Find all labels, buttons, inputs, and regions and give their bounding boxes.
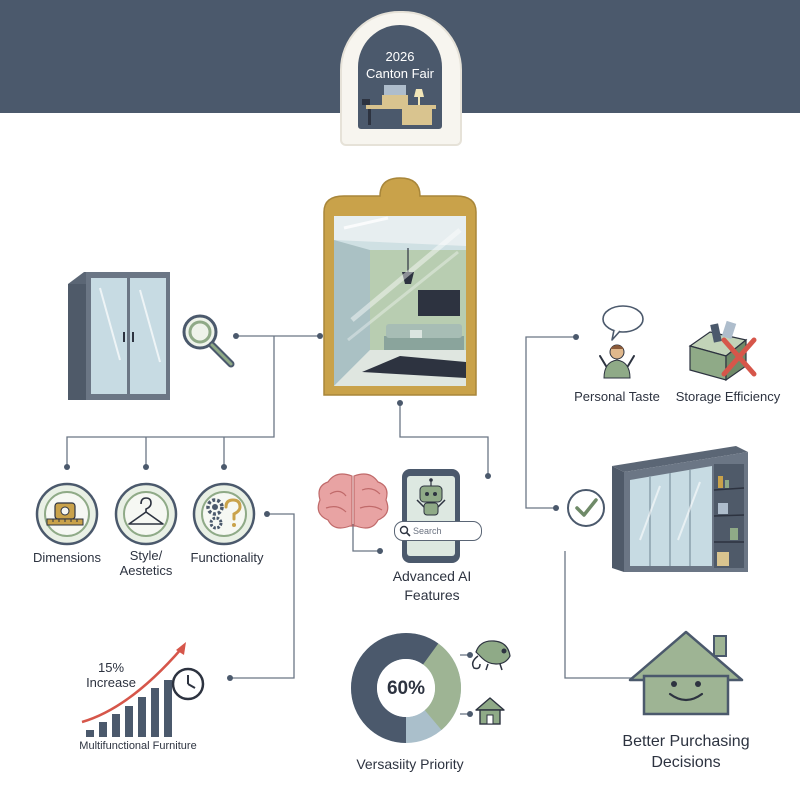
donut-segment-versatility — [351, 633, 461, 743]
desk-icon — [362, 85, 436, 125]
factor-label-style: Style/ Aestetics — [119, 548, 173, 578]
versatility-caption: Versasiity Priority — [356, 756, 464, 772]
growth-bar — [99, 722, 107, 737]
search-placeholder: Search — [413, 526, 442, 536]
factor-label-functionality: Functionality — [190, 550, 264, 565]
label-personal-taste: Personal Taste — [574, 389, 660, 404]
trend-caption: Multifunctional Furniture — [79, 740, 197, 752]
donut-segment-other — [351, 633, 461, 743]
event-badge: 2026 Canton Fair — [340, 11, 462, 146]
ai-label-line1: Advanced AI — [392, 568, 472, 584]
growth-bar — [164, 680, 172, 737]
outcome-line2: Decisions — [651, 754, 721, 771]
trend-increase: Increase — [86, 675, 136, 690]
donut-center-label: 60% — [386, 678, 426, 699]
growth-bar — [138, 697, 146, 737]
growth-bar — [151, 688, 159, 737]
growth-bar — [125, 706, 133, 737]
growth-bar — [112, 714, 120, 737]
search-icon — [399, 525, 411, 537]
badge-event: Canton Fair — [366, 66, 434, 81]
ai-label-line2: Features — [404, 587, 460, 603]
outcome-line1: Better Purchasing — [622, 733, 750, 750]
factor-label-dimensions: Dimensions — [33, 550, 101, 565]
trend-percent: 15% — [97, 660, 125, 675]
badge-panel: 2026 Canton Fair — [358, 25, 442, 129]
growth-bar — [86, 730, 94, 737]
label-storage-efficiency: Storage Efficiency — [675, 389, 781, 404]
badge-year: 2026 — [385, 49, 415, 64]
ai-search-input[interactable]: Search — [394, 521, 482, 541]
